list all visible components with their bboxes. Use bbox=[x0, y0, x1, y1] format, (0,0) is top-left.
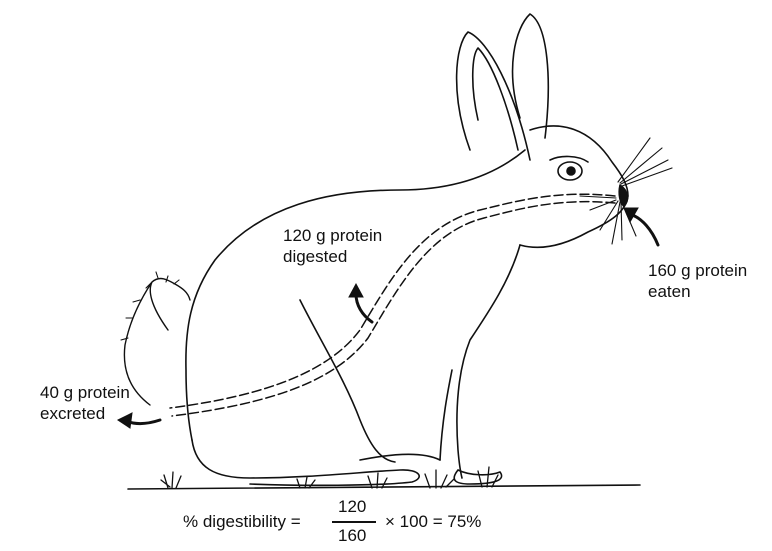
digested-label: 120 g protein digested bbox=[283, 225, 382, 267]
ground-line bbox=[128, 485, 640, 489]
digestive-tract bbox=[170, 194, 615, 416]
front-leg-back bbox=[440, 370, 452, 460]
belly bbox=[360, 454, 440, 460]
rabbit-head bbox=[520, 126, 628, 247]
eaten-label-line2: eaten bbox=[648, 281, 747, 302]
excreted-label-line2: excreted bbox=[40, 403, 130, 424]
excreted-label-line1: 40 g protein bbox=[40, 382, 130, 403]
hind-leg-inner bbox=[300, 300, 395, 462]
formula-right: × 100 = 75% bbox=[385, 511, 481, 532]
formula-left: % digestibility = bbox=[183, 511, 301, 532]
formula-numerator: 120 bbox=[338, 497, 366, 517]
digested-label-line1: 120 g protein bbox=[283, 225, 382, 246]
digested-arrow bbox=[356, 294, 372, 322]
eaten-label-line1: 160 g protein bbox=[648, 260, 747, 281]
eaten-label: 160 g protein eaten bbox=[648, 260, 747, 302]
rabbit-tail bbox=[124, 278, 190, 405]
rabbit-eye-pupil bbox=[567, 167, 575, 175]
rabbit-front-ear bbox=[457, 32, 530, 160]
eye-brow bbox=[550, 156, 588, 162]
rabbit-hind-leg bbox=[192, 440, 419, 485]
digested-label-line2: digested bbox=[283, 246, 382, 267]
excreted-label: 40 g protein excreted bbox=[40, 382, 130, 424]
arrows bbox=[118, 208, 658, 428]
rabbit-back-ear bbox=[513, 14, 549, 138]
rabbit-chest bbox=[457, 245, 520, 478]
eaten-arrow bbox=[630, 214, 658, 245]
digested-arrowhead bbox=[349, 284, 363, 297]
fraction-bar bbox=[332, 521, 376, 523]
formula-denominator: 160 bbox=[338, 526, 366, 546]
